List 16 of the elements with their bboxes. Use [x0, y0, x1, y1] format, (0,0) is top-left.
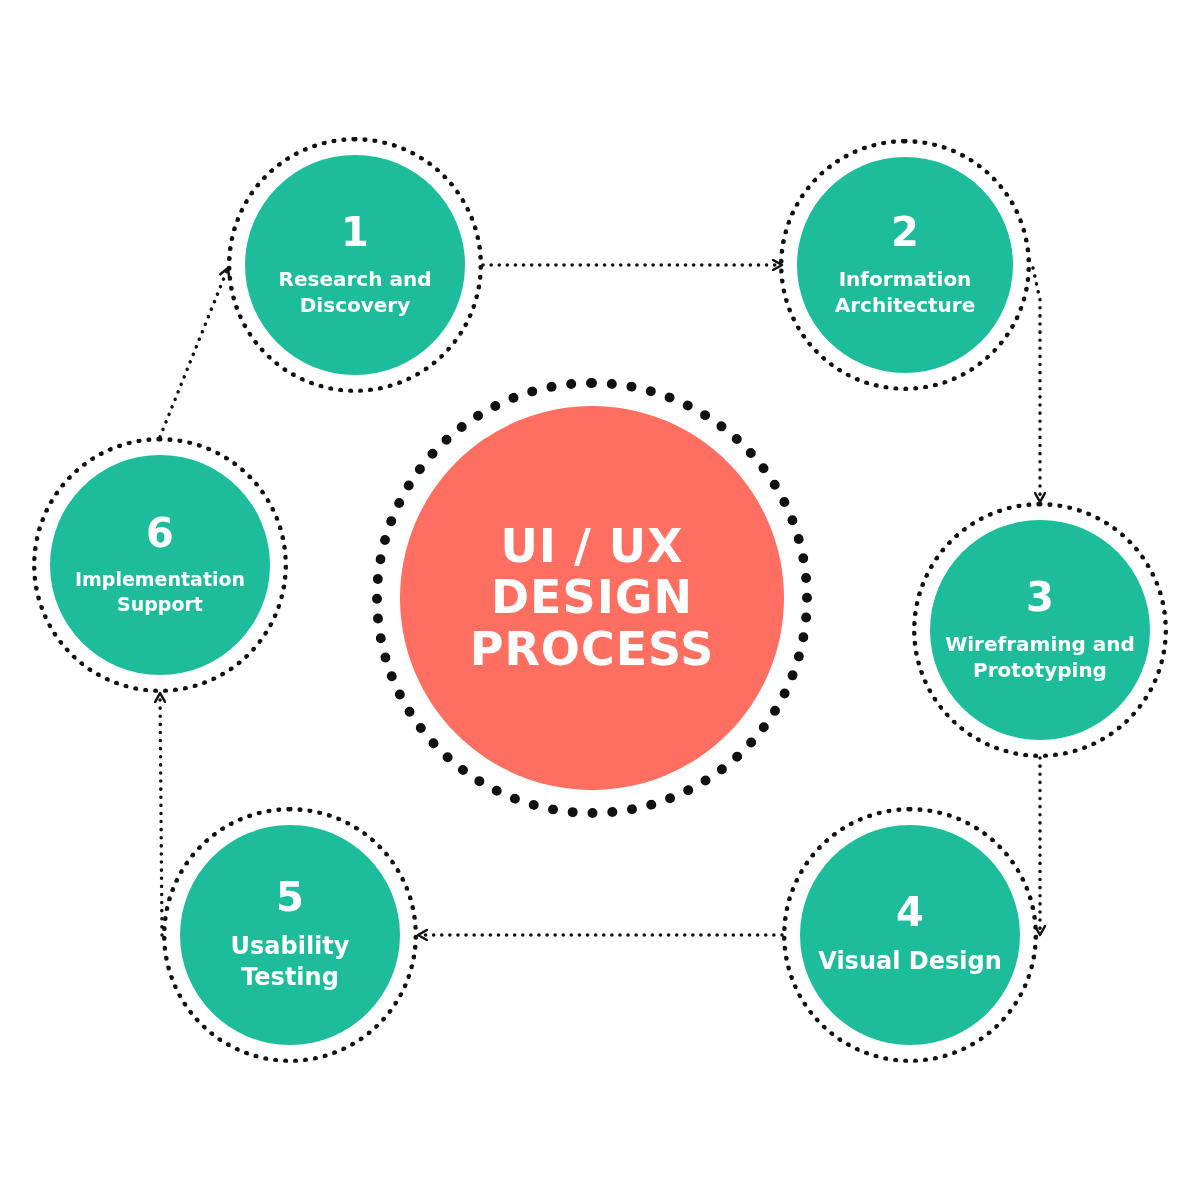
step-label: Research and Discovery — [277, 266, 433, 318]
dotted-arrow — [1031, 266, 1047, 504]
step-number: 1 — [341, 212, 369, 252]
step-label: Wireframing and Prototyping — [944, 631, 1136, 683]
step-number: 6 — [146, 513, 174, 554]
step-number: 5 — [276, 876, 304, 917]
step-label: Visual Design — [817, 946, 1003, 978]
step-number: 3 — [1026, 577, 1054, 617]
step-label: Information Architecture — [833, 266, 977, 318]
step-label: Usability Testing — [229, 930, 351, 993]
dotted-arrow — [153, 691, 167, 937]
step-label: Implementation Support — [73, 567, 247, 617]
center-label: UI / UX DESIGN PROCESS — [468, 520, 716, 676]
step-number: 2 — [891, 212, 919, 252]
dotted-arrow — [416, 928, 784, 942]
step-number: 4 — [896, 892, 924, 933]
